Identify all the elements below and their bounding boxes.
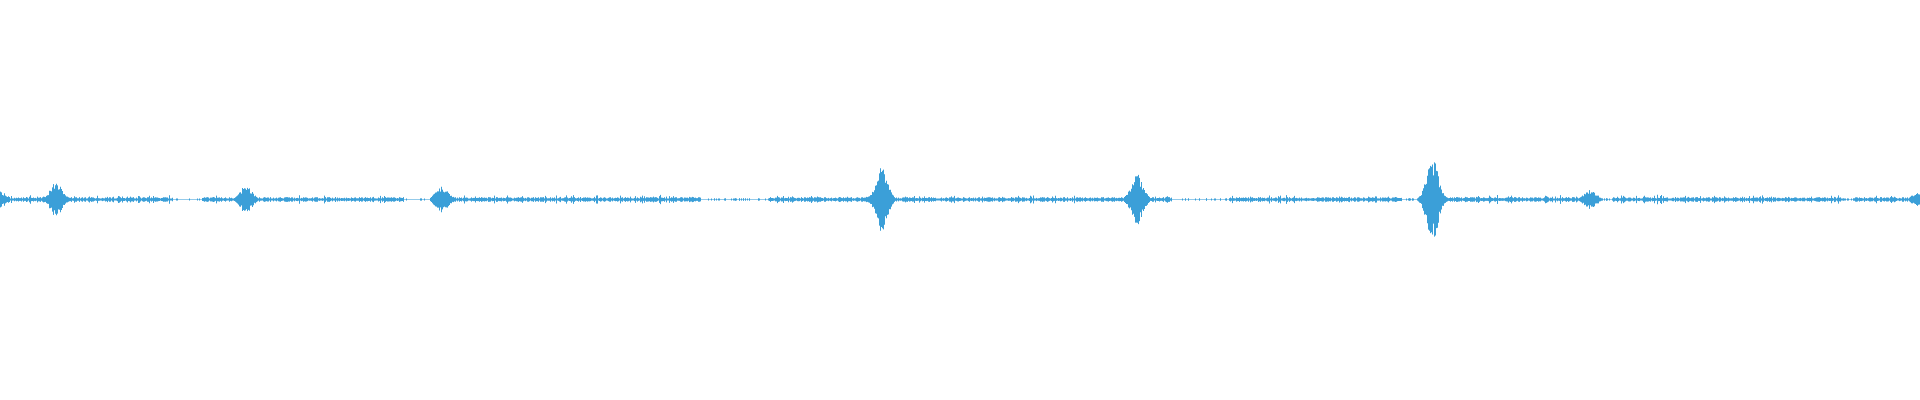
waveform-bars <box>0 162 1920 237</box>
